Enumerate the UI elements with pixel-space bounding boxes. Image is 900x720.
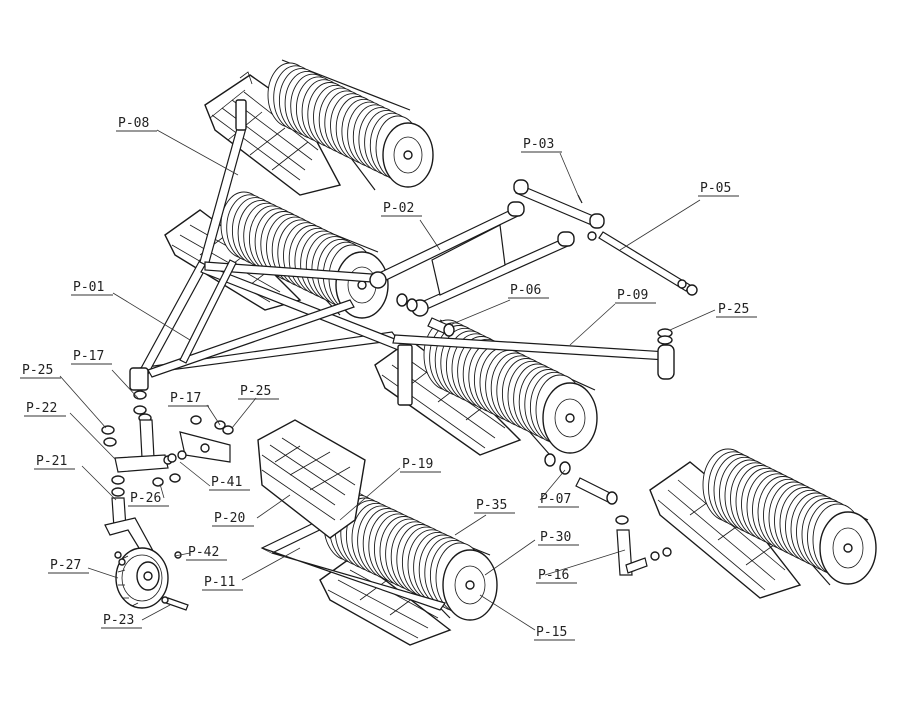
label-p17-mid: P-17 [168,391,209,407]
label-p30: P-30 [538,530,579,546]
svg-text:P-06: P-06 [510,283,541,298]
svg-text:P-15: P-15 [536,625,567,640]
roller-unit-middle [164,191,389,319]
svg-text:P-03: P-03 [523,137,554,152]
label-p16: P-16 [536,568,577,584]
hitch-crossbar [513,179,605,229]
label-p17-top: P-17 [71,349,112,365]
svg-text:P-07: P-07 [540,492,571,507]
label-p35: P-35 [474,498,515,514]
label-p20: P-20 [212,511,254,527]
label-p01: P-01 [71,280,113,296]
label-p15: P-15 [534,625,575,641]
label-p08: P-08 [116,116,157,132]
bushings [396,293,455,337]
roller-unit-right [649,448,877,599]
spare-basket [257,419,366,539]
label-p27: P-27 [48,558,89,574]
svg-text:P-09: P-09 [617,288,648,303]
label-p07: P-07 [538,492,579,508]
svg-text:P-02: P-02 [383,201,414,216]
svg-text:P-30: P-30 [540,530,571,545]
svg-text:P-42: P-42 [188,545,219,560]
label-p42: P-42 [186,545,227,561]
label-p25-mid: P-25 [238,384,279,400]
label-p22: P-22 [24,401,66,417]
svg-text:P-23: P-23 [103,613,134,628]
svg-text:P-25: P-25 [22,363,53,378]
svg-text:P-27: P-27 [50,558,81,573]
label-p41: P-41 [209,475,250,491]
label-p19: P-19 [400,457,441,473]
label-p25-left: P-25 [20,363,61,379]
svg-text:P-21: P-21 [36,454,67,469]
right-wing-parts [544,453,672,576]
svg-text:P-16: P-16 [538,568,569,583]
caster-assembly [101,390,234,611]
label-p05: P-05 [698,181,739,197]
svg-text:P-17: P-17 [170,391,201,406]
label-p09: P-09 [615,288,656,304]
hitch-frame [369,201,575,317]
label-p11: P-11 [202,575,243,591]
label-p25-right: P-25 [716,302,757,318]
svg-text:P-26: P-26 [130,491,161,506]
svg-text:P-35: P-35 [476,498,507,513]
svg-text:P-22: P-22 [26,401,57,416]
roller-unit-bottom [260,489,498,646]
svg-text:P-25: P-25 [718,302,749,317]
svg-text:P-25: P-25 [240,384,271,399]
svg-text:P-01: P-01 [73,280,104,295]
label-p23: P-23 [101,613,142,629]
extension-arm [392,328,675,380]
roller-unit-top [204,59,434,196]
leader-lines [59,129,716,631]
svg-text:P-05: P-05 [700,181,731,196]
svg-text:P-17: P-17 [73,349,104,364]
label-p03: P-03 [521,137,562,153]
svg-text:P-19: P-19 [402,457,433,472]
label-p06: P-06 [508,283,549,299]
axle-shaft [587,231,698,296]
svg-text:P-20: P-20 [214,511,245,526]
label-p26: P-26 [128,491,169,507]
svg-text:P-08: P-08 [118,116,149,131]
part-labels: P-08 P-03 P-05 P-02 P-01 P-06 P-09 P-25 … [20,116,757,641]
label-p21: P-21 [34,454,75,470]
main-frame [129,99,413,406]
svg-text:P-41: P-41 [211,475,242,490]
svg-text:P-11: P-11 [204,575,235,590]
label-p02: P-02 [381,201,422,217]
